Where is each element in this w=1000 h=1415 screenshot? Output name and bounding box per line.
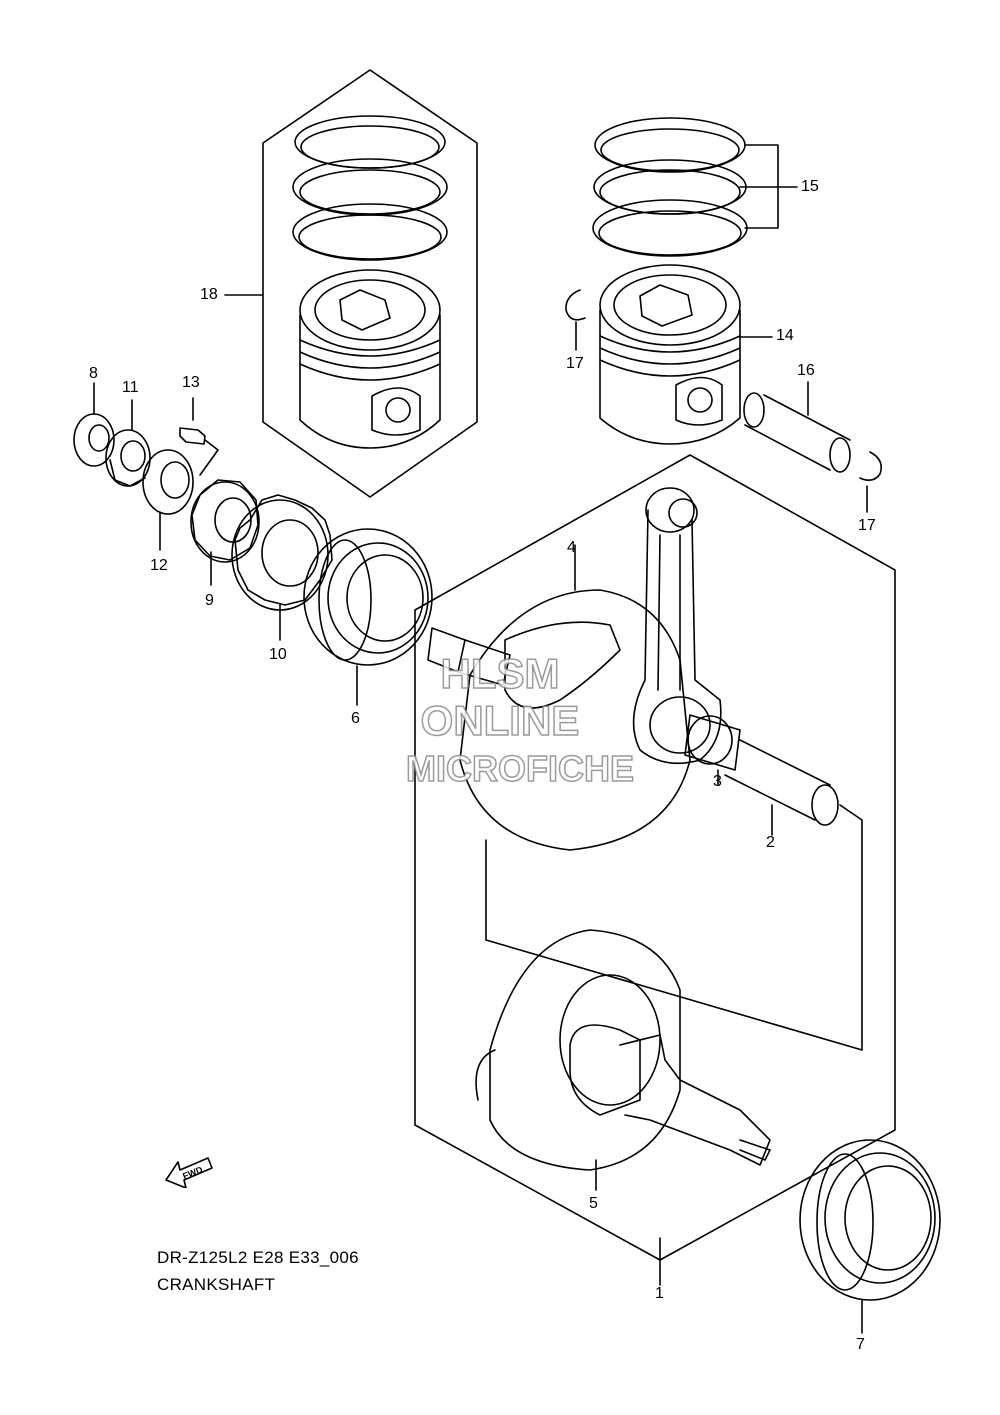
circlip-upper [565,289,586,321]
washer [142,449,194,551]
connecting-rod [632,487,722,765]
crank-web-upper [459,544,691,851]
callout-13[interactable]: 13 [182,374,200,391]
callout-5[interactable]: 5 [589,1195,598,1212]
callout-3[interactable]: 3 [713,773,722,790]
piston-right [599,264,773,445]
watermark-line-3: MICROFICHE [405,747,635,790]
callout-7[interactable]: 7 [856,1336,865,1353]
callout-17-upper[interactable]: 17 [566,355,584,372]
nut [105,399,151,487]
piston-rings-right [592,117,798,257]
piston-assembly-outline [262,69,478,498]
bearing-left [303,528,433,706]
key [179,397,219,476]
crank-pin-left [427,627,511,686]
callout-11[interactable]: 11 [122,379,139,396]
piston-left [299,269,441,449]
needle-bearing [684,714,741,786]
timing-gear [190,479,260,586]
callout-6[interactable]: 6 [351,710,360,727]
fwd-arrow-icon: FWD [165,1157,213,1188]
circlip-lower [859,451,883,482]
callout-8[interactable]: 8 [89,365,98,382]
drive-gear [231,494,333,641]
model-code: DR-Z125L2 E28 E33_006 [157,1248,359,1267]
watermark-line-1: HLSM [440,649,561,698]
callout-9[interactable]: 9 [205,592,214,609]
callout-17-lower[interactable]: 17 [858,517,876,534]
crank-web-lower [475,929,771,1191]
fwd-label: FWD [181,1164,204,1181]
callout-18[interactable]: 18 [200,286,218,303]
callout-2[interactable]: 2 [766,834,775,851]
callout-15[interactable]: 15 [801,178,819,195]
callout-12[interactable]: 12 [150,557,168,574]
piston-rings-left [292,115,448,261]
crank-pin [724,739,839,836]
oil-seal [73,382,115,467]
watermark-line-2: ONLINE [420,696,580,745]
callout-14[interactable]: 14 [776,327,794,344]
bearing-right [799,1139,941,1334]
callout-16[interactable]: 16 [797,362,815,379]
crankshaft-assembly-outline [414,454,896,1261]
piston-pin [743,381,851,473]
callout-4[interactable]: 4 [567,539,576,556]
section-title: CRANKSHAFT [157,1275,276,1294]
callout-1[interactable]: 1 [655,1285,664,1302]
callout-10[interactable]: 10 [269,646,287,663]
